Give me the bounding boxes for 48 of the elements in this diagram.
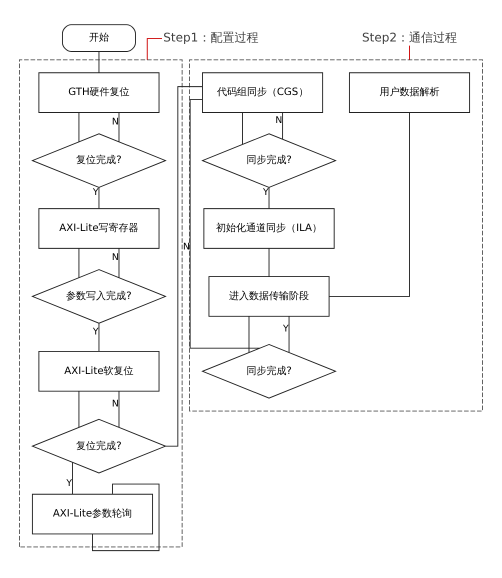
node-box: AXI-Lite参数轮询 [32, 493, 154, 534]
node-text: Step2：通信过程 [362, 30, 457, 44]
edge-label: Y [92, 326, 99, 338]
connector [328, 112, 410, 296]
node-diamond: 复位完成? [31, 132, 167, 188]
connector [118, 248, 120, 278]
connector [268, 248, 270, 277]
connector [78, 248, 80, 278]
connector [118, 390, 120, 428]
connector [146, 38, 162, 60]
connector [98, 322, 100, 352]
node-text: Step1：配置过程 [163, 30, 258, 44]
connector [118, 112, 120, 142]
edge-label: Y [66, 477, 72, 488]
edge-label: Y [92, 186, 99, 198]
edge-label: N [112, 116, 119, 127]
edge-label: Y [282, 323, 289, 334]
node-box: 进入数据传输阶段 [208, 276, 330, 316]
node-diamond: 参数写入完成? [31, 268, 167, 324]
connector [72, 462, 73, 494]
connector [242, 112, 243, 144]
node-box: GTH硬件复位 [38, 72, 160, 112]
edge-label: N [112, 252, 119, 263]
node-box: 开始 [62, 24, 136, 52]
connector [268, 186, 270, 208]
connector [78, 112, 80, 142]
node-diamond: 复位完成? [31, 418, 167, 473]
node-box: 用户数据解析 [348, 72, 470, 112]
node-box: 代码组同步（CGS） [202, 72, 324, 112]
connector [78, 390, 80, 428]
connector [92, 483, 160, 551]
edge-label: N [275, 114, 282, 126]
connector [190, 98, 260, 348]
connector [282, 112, 284, 140]
cluster [19, 58, 183, 547]
node-box: 初始化通道同步（ILA） [203, 208, 335, 248]
connector [409, 44, 410, 60]
connector [98, 50, 100, 72]
node-box: AXI-Lite软复位 [38, 350, 160, 392]
edge-label: N [112, 398, 119, 409]
connector [288, 315, 290, 352]
edge-label: Y [262, 186, 269, 198]
node-diamond: 同步完成? [201, 344, 337, 398]
node-diamond: 同步完成? [201, 132, 337, 188]
connector [98, 186, 100, 208]
edge-label: N [182, 241, 190, 252]
connector [248, 316, 250, 352]
node-box: AXI-Lite写寄存器 [38, 208, 160, 248]
